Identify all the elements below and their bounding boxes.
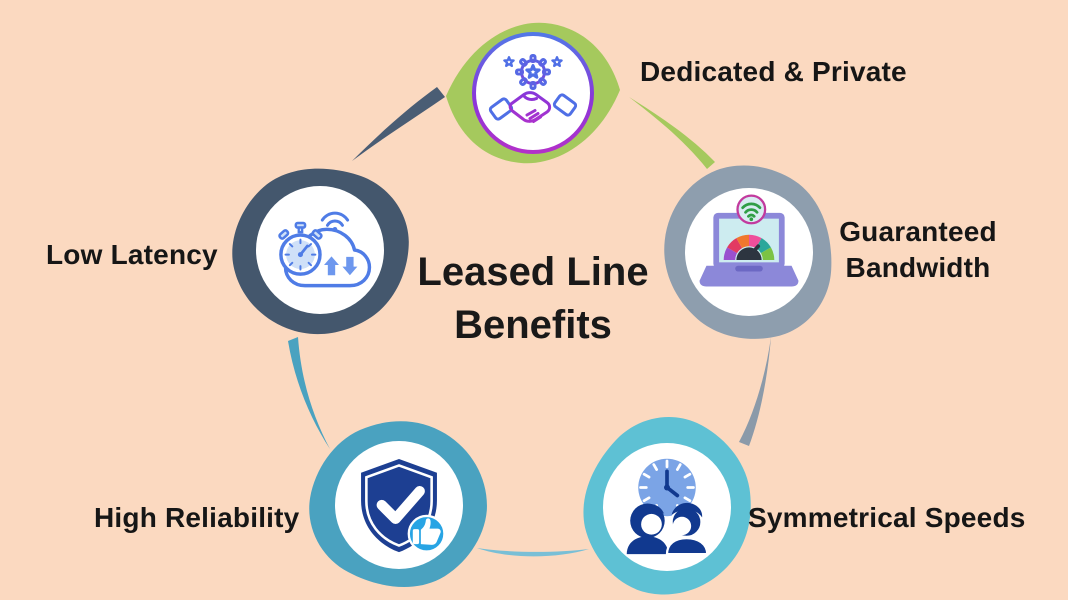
woman-silhouette [626,503,669,555]
connector-guaranteed-to-symmetrical [739,337,771,446]
up-arrow-icon [324,256,339,276]
connector-dedicated-to-guaranteed [629,97,715,169]
handshake-gear-icon [488,54,578,123]
benefit-label-low-latency: Low Latency [46,239,218,270]
stopwatch [278,221,323,276]
benefit-label-symmetrical-speeds: Symmetrical Speeds [748,502,1026,533]
people-clock-icon [626,458,709,556]
man-silhouette [665,502,709,556]
benefit-node-high-reliability [289,395,509,600]
gear-teeth [515,54,551,90]
benefit-label-guaranteed-bandwidth: Guaranteed Bandwidth [839,216,997,283]
page-title: Leased Line Benefits [373,246,693,352]
benefit-node-guaranteed-bandwidth [639,142,859,362]
thumbs-up-badge-icon [407,514,446,553]
stopwatch-cloud-icon [278,211,372,288]
benefit-node-low-latency [210,140,430,360]
wifi-icon [320,211,350,232]
connector-dedicated-to-latency [352,87,445,161]
shield-check-icon [361,459,446,553]
wifi-badge-icon [736,194,767,225]
benefit-node-symmetrical-speeds [557,397,777,600]
benefit-node-dedicated-private [423,0,643,203]
connector-latency-to-reliability [288,337,330,449]
laptop-speedometer-icon [699,194,799,287]
down-arrow-icon [342,256,358,276]
benefit-label-high-reliability: High Reliability [94,502,300,533]
connector-reliability-to-symmetrical [477,548,589,557]
benefit-label-dedicated-private: Dedicated & Private [640,56,907,87]
page-title-line1: Leased Line [417,250,649,294]
page-title-line2: Benefits [454,303,612,347]
